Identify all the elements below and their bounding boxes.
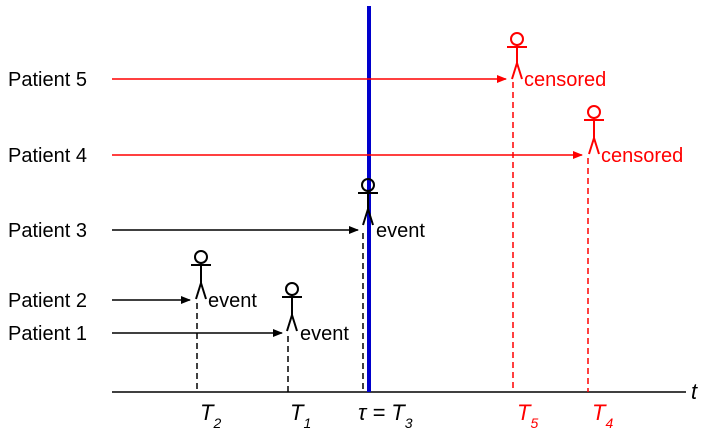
patient-row-4: Patient 4 censored T4 [8,105,683,431]
patient-row-1: Patient 1 event T1 [8,282,349,431]
stick-figure-icon [191,250,211,300]
time-tick-label: T2 [200,400,221,431]
outcome-label: event [376,220,425,242]
patient-row-5: Patient 5 censored T5 [8,32,606,431]
outcome-label: event [300,323,349,345]
stick-figure-icon [282,282,302,332]
patient-label: Patient 4 [8,145,87,167]
time-tick-label: T5 [517,400,538,431]
patient-label: Patient 2 [8,290,87,312]
outcome-label: censored [524,69,606,91]
patient-label: Patient 3 [8,220,87,242]
patient-row-3: Patient 3 event τ = T3 [8,178,425,431]
stick-figure-icon [584,105,604,155]
stick-figure-icon [358,178,378,226]
patient-label: Patient 5 [8,69,87,91]
patient-row-2: Patient 2 event T2 [8,250,257,431]
patient-label: Patient 1 [8,323,87,345]
time-tick-label: τ = T3 [358,400,413,431]
stick-figure-icon [507,32,527,80]
outcome-label: censored [601,145,683,167]
time-tick-label: T4 [592,400,613,431]
outcome-label: event [208,290,257,312]
time-axis-label: t [691,379,698,404]
time-tick-label: T1 [290,400,311,431]
